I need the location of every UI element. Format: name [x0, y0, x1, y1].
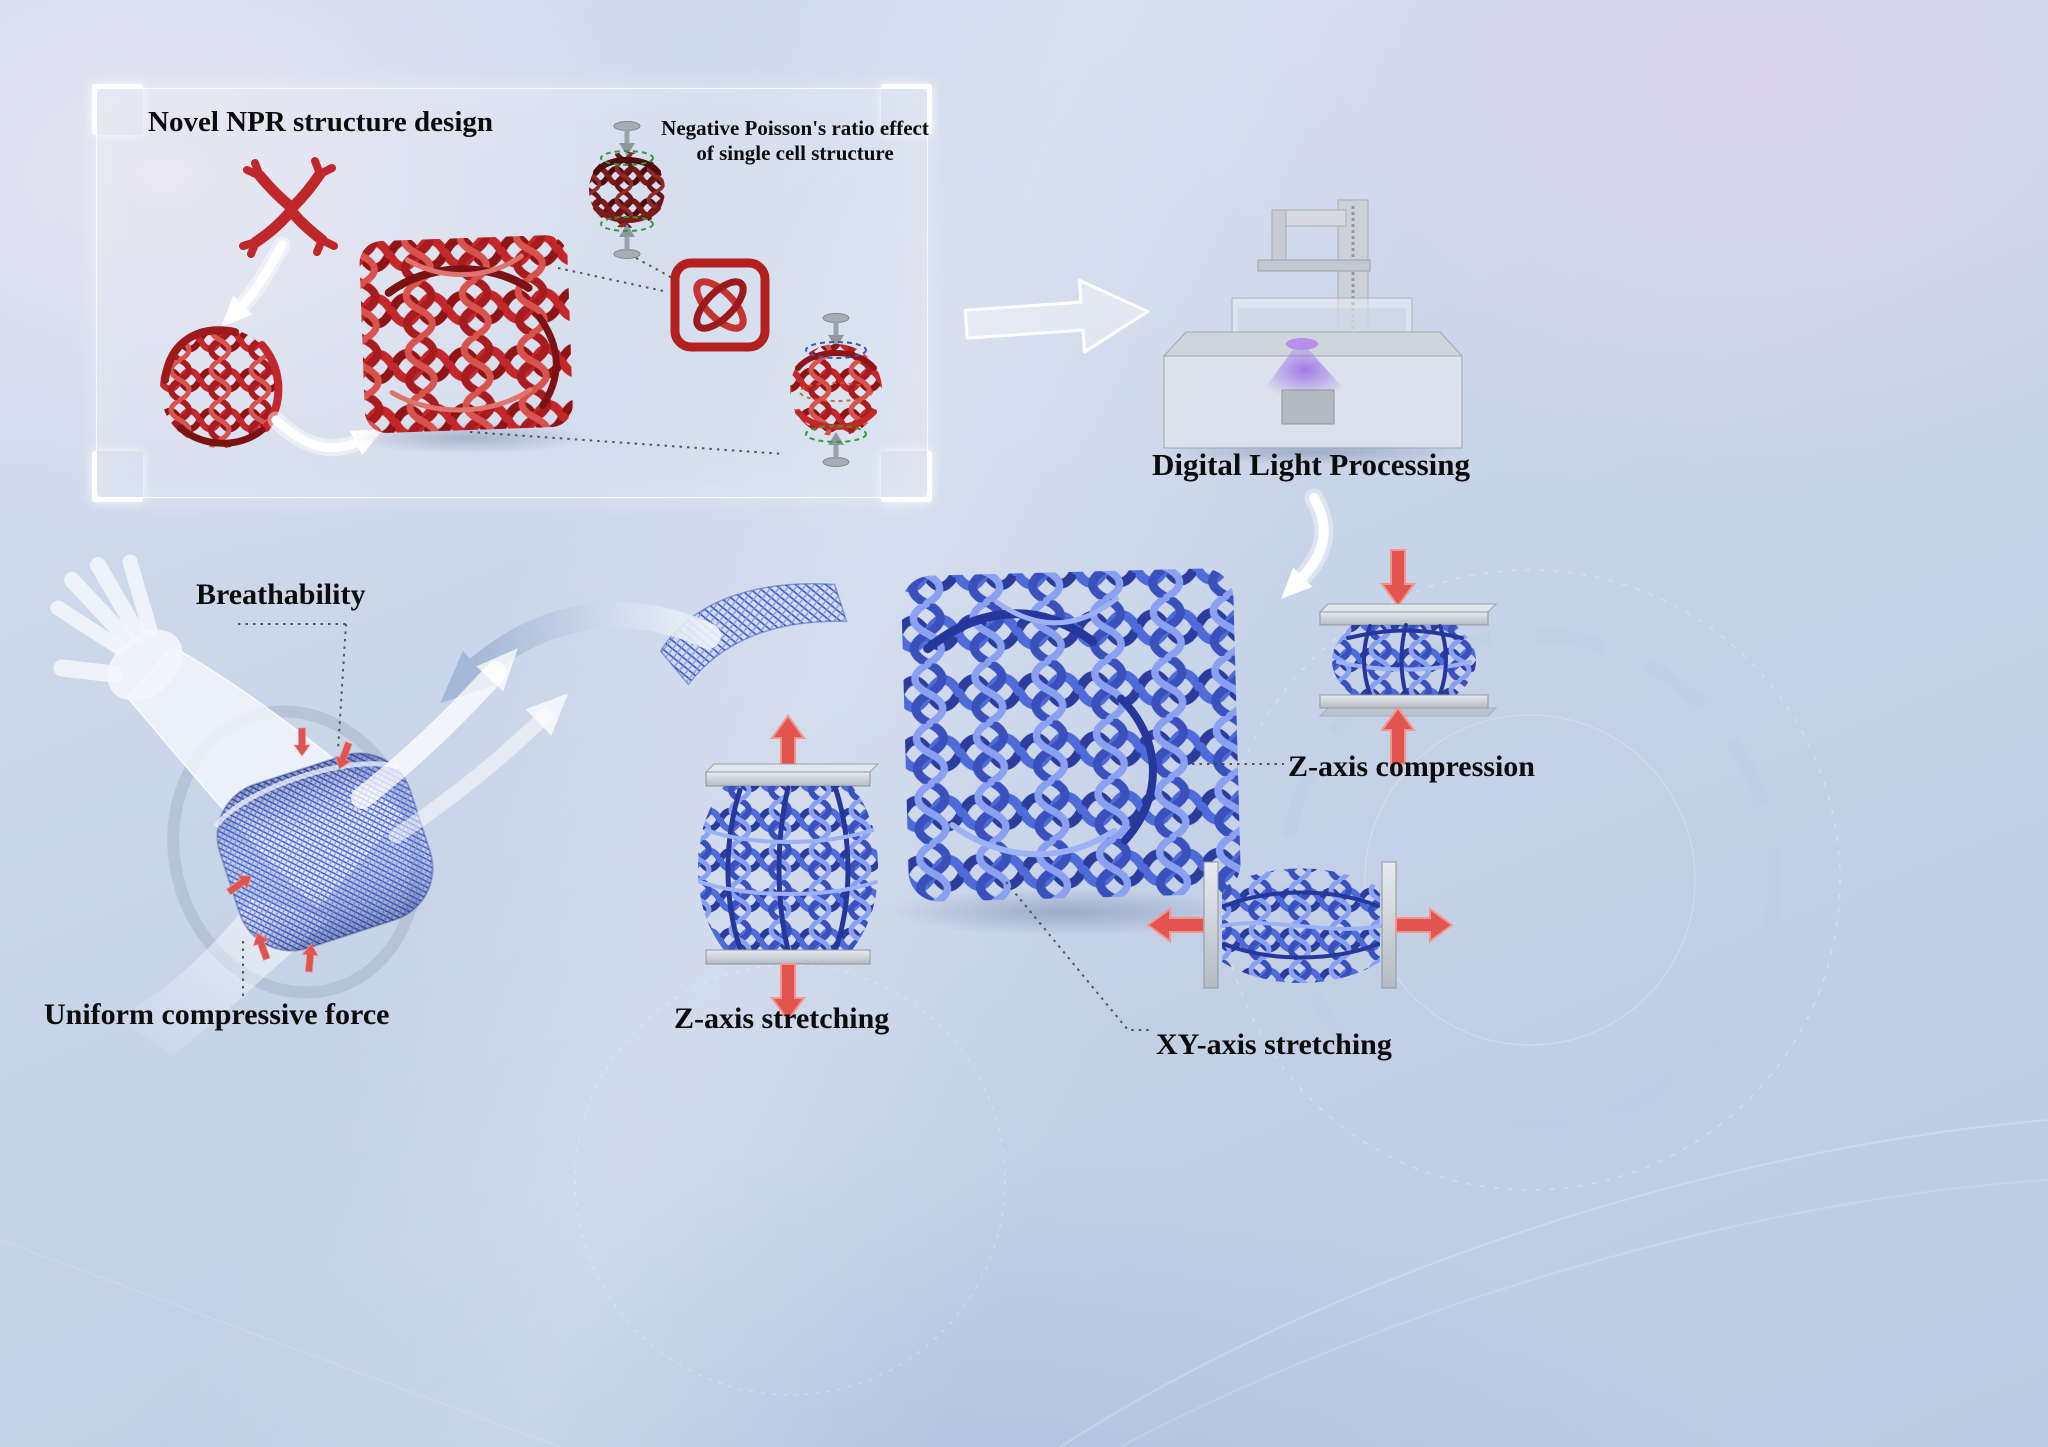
panel-title: Novel NPR structure design: [148, 106, 494, 138]
xy-stretching-label: XY-axis stretching: [1156, 1028, 1392, 1061]
panel-corner-icon: [881, 451, 932, 502]
uniform-force-label: Uniform compressive force: [44, 998, 390, 1031]
single-cell-caption: Negative Poisson's ratio effect of singl…: [652, 116, 938, 166]
breathability-arrows-icon: [351, 648, 569, 844]
z-stretching-label: Z-axis stretching: [674, 1002, 890, 1035]
z-stretching-sample: [698, 715, 880, 1021]
single-cell-caption-line2: of single cell structure: [696, 141, 894, 166]
z-compression-label: Z-axis compression: [1288, 750, 1535, 783]
blue-lattice-cube: [887, 568, 1243, 936]
panel-corner-icon: [92, 451, 143, 502]
arrow-fabric-to-arm-icon: [440, 602, 721, 704]
xy-stretching-sample: [1147, 861, 1453, 989]
single-cell-caption-line1: Negative Poisson's ratio effect: [661, 116, 929, 140]
knitted-fabric-icon: [659, 583, 848, 686]
arrow-panel-to-printer-icon: [963, 278, 1150, 354]
panel-corner-icon: [92, 84, 143, 135]
printer-label: Digital Light Processing: [1152, 447, 1471, 482]
z-compression-sample: [1318, 549, 1498, 765]
arrow-printer-to-cube-icon: [1281, 488, 1334, 599]
compression-sleeve-icon: [213, 752, 434, 952]
sleeve-pressure-arrows-icon: [223, 727, 357, 974]
breathability-label: Breathability: [196, 578, 366, 611]
application-dotted-connectors: [238, 623, 347, 996]
hand-fingers-icon: [50, 554, 158, 683]
panel-corner-icon: [881, 84, 932, 135]
arm-with-sleeve: [50, 554, 569, 1056]
dlp-printer-icon: [1155, 199, 1471, 465]
test-dotted-connectors: [1005, 763, 1284, 1031]
